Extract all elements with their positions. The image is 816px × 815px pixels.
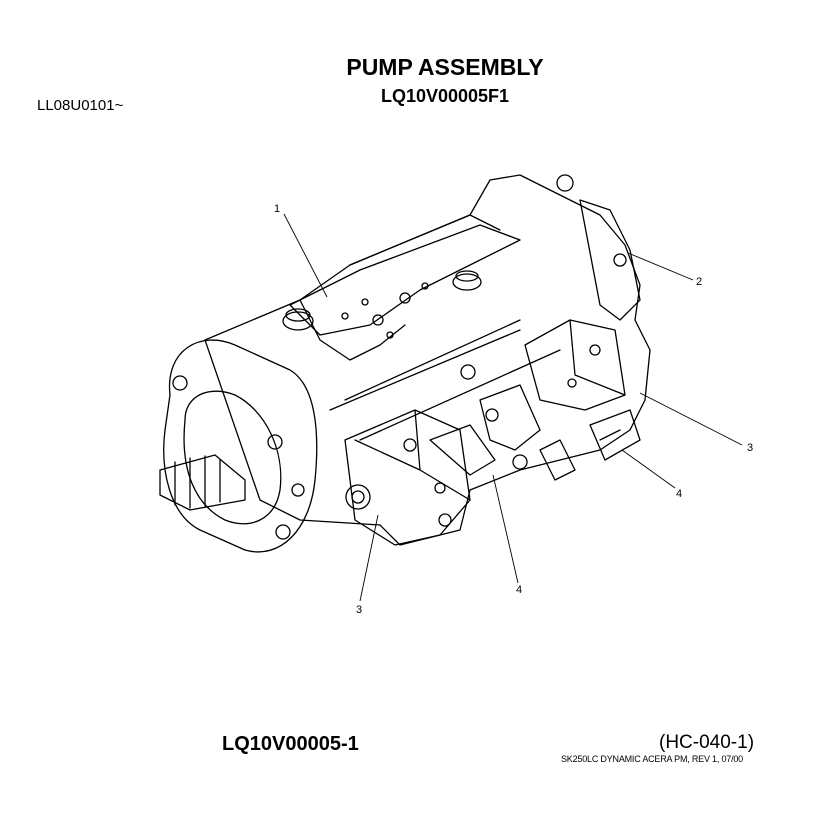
drive-shaft [159, 454, 246, 511]
page-reference: (HC-040-1) [659, 732, 755, 753]
callout-4-right: 4 [676, 488, 682, 500]
right-solenoid [589, 409, 641, 461]
callout-4-bottom: 4 [516, 584, 522, 596]
callout-1: 1 [274, 203, 280, 215]
front-solenoid [345, 484, 371, 510]
front-regulator [344, 409, 471, 546]
pump-housing [204, 174, 651, 546]
part-number: LQ10V00005-1 [222, 733, 359, 755]
serial-range: LL08U0101~ [37, 97, 124, 114]
page-title: PUMP ASSEMBLY [346, 54, 544, 80]
front-flange [163, 339, 318, 553]
assembly-code: LQ10V00005F1 [380, 86, 510, 106]
callout-3-bottom: 3 [356, 604, 362, 616]
right-regulator [524, 319, 626, 411]
callout-2: 2 [696, 276, 702, 288]
rear-cover [579, 199, 641, 321]
document-info: SK250LC DYNAMIC ACERA PM, REV 1, 07/00 [561, 754, 743, 764]
callout-3-right: 3 [747, 442, 753, 454]
top-plate [289, 224, 521, 336]
